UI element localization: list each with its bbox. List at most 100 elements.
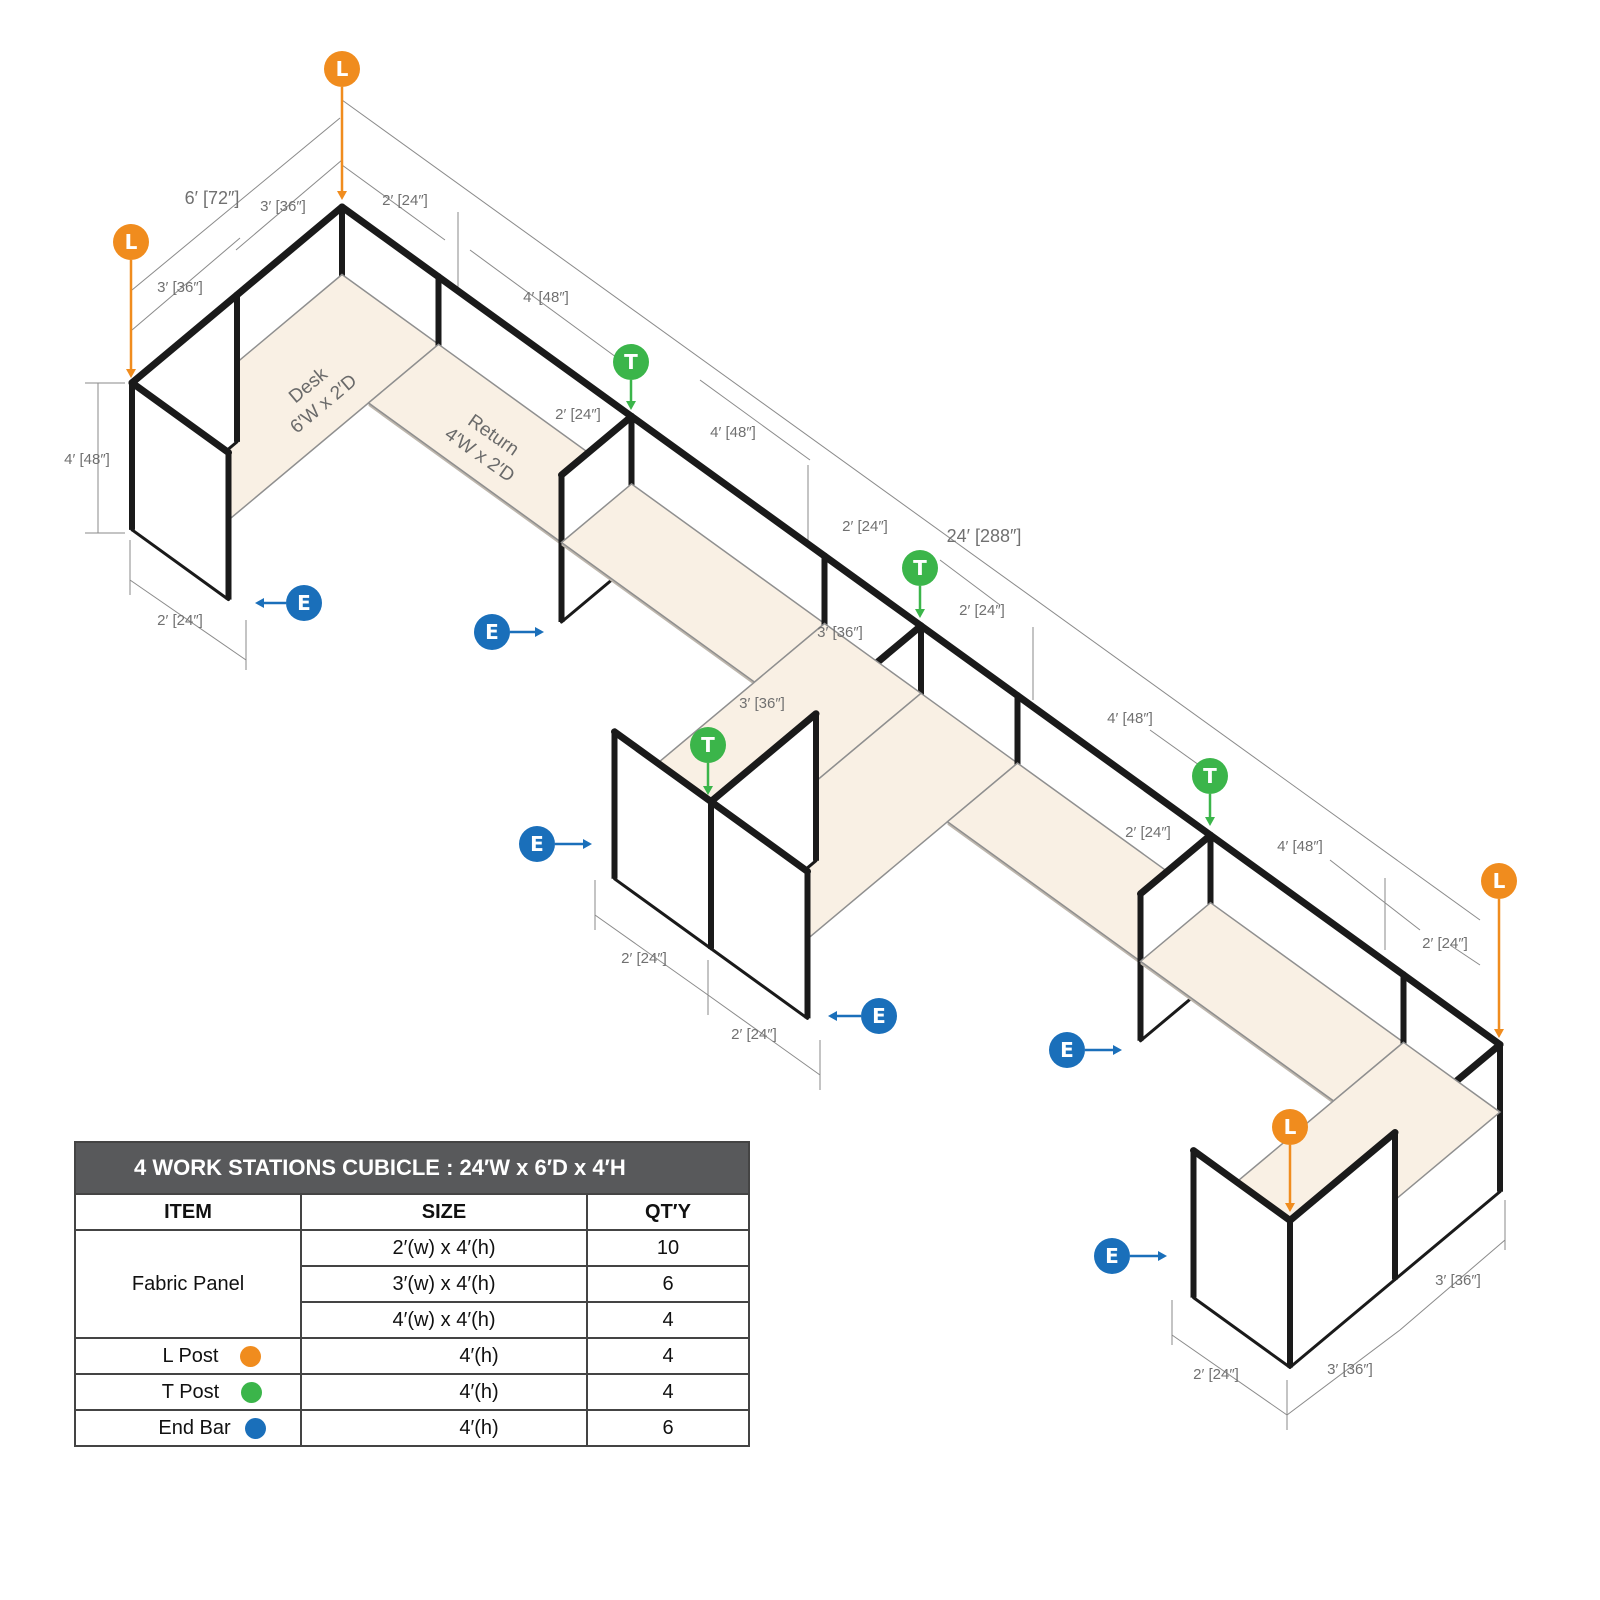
table-row: End Bar 4′(h) 6 <box>74 1409 750 1447</box>
qty-cell: 4 <box>586 1337 750 1375</box>
panel-top-rail <box>1190 1147 1294 1224</box>
marker-circle-icon <box>474 614 510 650</box>
panel-top-rail <box>707 798 811 875</box>
table-row: Fabric Panel 2′(w) x 4′(h) 10 <box>74 1229 750 1339</box>
marker-letter: E <box>485 620 499 644</box>
panel-top-rail <box>128 379 232 457</box>
dimension-label: 6′ [72″] <box>185 188 240 208</box>
t-post-item: T Post <box>74 1373 302 1411</box>
qty-cell: 6 <box>586 1265 750 1303</box>
l-post-marker: L <box>1481 863 1517 1038</box>
dimension-label: 2′ [24″] <box>1125 824 1171 841</box>
dimension-line <box>235 159 343 251</box>
qty-cell: 4 <box>586 1301 750 1339</box>
dimension-label: 24′ [288″] <box>947 526 1022 546</box>
panel-top-rail <box>611 728 715 806</box>
dimension-line <box>341 99 1481 921</box>
dimension-line <box>1449 944 1481 966</box>
panel-top-rail <box>821 552 925 630</box>
arrowhead-icon <box>1113 1045 1122 1055</box>
arrowhead-icon <box>1494 1029 1504 1038</box>
header-item: ITEM <box>74 1193 302 1231</box>
dimension-line <box>341 164 446 241</box>
marker-letter: T <box>913 556 927 580</box>
end-bar-marker: E <box>519 826 592 862</box>
marker-letter: T <box>1203 764 1217 788</box>
panel-top-rail <box>628 412 828 560</box>
dimension-label: 4′ [48″] <box>64 451 110 468</box>
dimension-line <box>131 237 241 331</box>
panel-top-rail <box>338 203 442 281</box>
dimension-line <box>1286 1329 1401 1416</box>
arrowhead-icon <box>828 1011 837 1021</box>
table-title: 4 WORK STATIONS CUBICLE : 24′W x 6′D x 4… <box>74 1141 750 1195</box>
qty-cell: 4 <box>586 1373 750 1411</box>
panel-top-rail <box>1014 692 1214 839</box>
panel-top-rail <box>233 203 346 299</box>
l-post-marker: L <box>1272 1109 1308 1212</box>
header-size: SIZE <box>300 1193 588 1231</box>
marker-letter: E <box>530 832 544 856</box>
t-post-marker: T <box>1192 758 1228 826</box>
marker-circle-icon <box>113 224 149 260</box>
marker-letter: L <box>1284 1115 1297 1139</box>
panel-top-rail <box>707 710 820 806</box>
table-row: 3′(w) x 4′(h) 6 <box>75 1265 750 1303</box>
arrowhead-icon <box>583 839 592 849</box>
dimension-label: 3′ [36″] <box>157 279 203 296</box>
l-post-item: L Post <box>74 1337 302 1375</box>
panel-top-rail <box>435 273 635 420</box>
orange-dot-icon <box>240 1345 262 1367</box>
dimension-line <box>1399 1239 1506 1331</box>
panel-top-rail <box>128 291 241 387</box>
dimension-label: 2′ [24″] <box>157 612 203 629</box>
t-post-label: T Post <box>161 1380 220 1403</box>
dimension-label: 3′ [36″] <box>1435 1272 1481 1289</box>
dimension-label: 3′ [36″] <box>817 624 863 641</box>
dimension-label: 2′ [24″] <box>382 192 428 209</box>
fabric-panel <box>1190 1147 1294 1369</box>
dimension-label: 4′ [48″] <box>710 424 756 441</box>
dimension-line <box>131 117 341 291</box>
dimension-label: 2′ [24″] <box>555 406 601 423</box>
end-bar-marker: E <box>255 585 322 621</box>
qty-cell: 6 <box>586 1409 750 1447</box>
dimension-label: 4′ [48″] <box>1277 838 1323 855</box>
arrowhead-icon <box>535 627 544 637</box>
arrowhead-icon <box>703 786 713 795</box>
t-post-marker: T <box>613 344 649 410</box>
marker-circle-icon <box>519 826 555 862</box>
size-cell: 4′(h) <box>300 1337 588 1375</box>
panel-top-rail <box>1207 831 1407 979</box>
dimension-line <box>707 994 821 1076</box>
l-post-marker: L <box>113 224 149 378</box>
fabric-panel <box>128 379 232 602</box>
marker-circle-icon <box>861 998 897 1034</box>
dimension-line <box>1171 1334 1288 1416</box>
end-bar-label: End Bar <box>158 1416 231 1439</box>
dimension-label: 3′ [36″] <box>739 695 785 712</box>
panel-top-rail <box>1400 971 1504 1049</box>
arrowhead-icon <box>255 598 264 608</box>
dimension-label: 2′ [24″] <box>621 950 667 967</box>
dimension-label: 2′ [24″] <box>1193 1366 1239 1383</box>
marker-letter: E <box>297 591 311 615</box>
dimension-line <box>1329 859 1421 931</box>
green-dot-icon <box>241 1381 263 1403</box>
marker-letter: L <box>336 57 349 81</box>
marker-letter: T <box>701 733 715 757</box>
marker-letter: T <box>624 350 638 374</box>
dimension-line <box>699 379 811 461</box>
table-row: 4′(w) x 4′(h) 4 <box>75 1301 750 1339</box>
size-cell: 4′(h) <box>300 1373 588 1411</box>
dimension-label: 2′ [24″] <box>1422 935 1468 952</box>
marker-letter: L <box>1493 869 1506 893</box>
marker-circle-icon <box>1481 863 1517 899</box>
dimension-line <box>129 579 247 661</box>
dimension-label: 2′ [24″] <box>731 1026 777 1043</box>
dimension-label: 2′ [24″] <box>842 518 888 535</box>
end-bar-marker: E <box>1094 1238 1167 1274</box>
marker-letter: E <box>1105 1244 1119 1268</box>
marker-circle-icon <box>902 550 938 586</box>
table-row: L Post 4′(h) 4 <box>74 1337 750 1375</box>
